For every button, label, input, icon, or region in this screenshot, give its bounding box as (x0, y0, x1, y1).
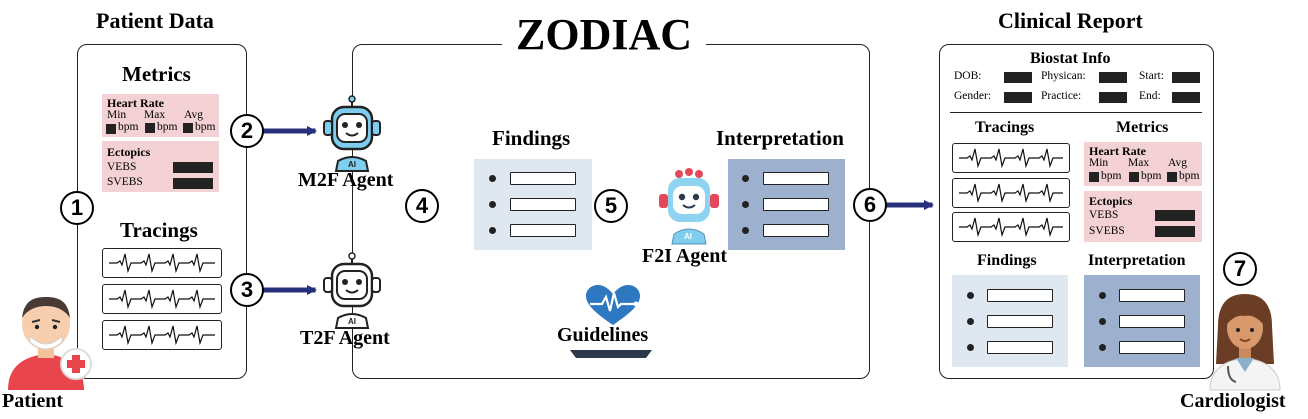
heart-rate-title: Heart Rate (107, 96, 164, 110)
cardiologist-avatar-icon (1209, 294, 1281, 391)
tracing-strip (102, 320, 222, 350)
step-7-badge: 7 (1223, 252, 1257, 286)
step-4-badge: 4 (405, 189, 439, 223)
report-heart-rate-card (1084, 142, 1202, 186)
step-6-badge: 6 (853, 188, 887, 222)
findings-title: Findings (492, 126, 571, 150)
interpretation-panel (728, 159, 845, 250)
cardiologist-label: Cardiologist (1180, 390, 1286, 412)
hr-avg-unit: bpm (195, 121, 216, 133)
step-2-badge: 2 (230, 114, 264, 148)
m2f-agent-label: M2F Agent (298, 169, 394, 191)
report-vebs-value (1155, 210, 1195, 221)
report-hr-min-unit: bpm (1101, 170, 1122, 182)
report-ectopics-title: Ectopics (1089, 194, 1133, 208)
report-hr-avg-label: Avg (1168, 157, 1187, 169)
report-hr-min-label: Min (1089, 157, 1109, 169)
practice-label: Practice: (1041, 90, 1082, 102)
physician-value (1099, 72, 1127, 83)
practice-value (1099, 92, 1127, 103)
step-1-badge: 1 (60, 191, 94, 225)
interpretation-title: Interpretation (716, 126, 844, 150)
hr-min-unit: bpm (118, 121, 139, 133)
tracing-strip (102, 284, 222, 314)
physician-label: Physican: (1041, 70, 1086, 82)
report-heart-rate-title: Heart Rate (1089, 144, 1146, 158)
report-tracing-strip (952, 178, 1070, 208)
report-tracing-strip (952, 212, 1070, 242)
hr-min-label: Min (107, 109, 127, 121)
dob-value (1004, 72, 1032, 83)
clinical-report-title: Clinical Report (998, 8, 1143, 33)
hr-avg-value (183, 123, 193, 133)
gender-value (1004, 92, 1032, 103)
report-vebs-label: VEBS (1089, 209, 1119, 221)
report-findings-title: Findings (977, 252, 1037, 269)
hr-max-value (145, 123, 155, 133)
hr-max-label: Max (144, 109, 166, 121)
f2i-robot-icon: AI (659, 168, 719, 245)
report-divider (950, 112, 1202, 113)
report-svebs-value (1155, 226, 1195, 237)
f2i-agent-label: F2I Agent (642, 245, 727, 267)
svebs-label: SVEBS (107, 176, 143, 188)
report-tracings-title: Tracings (975, 119, 1035, 136)
report-tracing-strip (952, 143, 1070, 173)
svg-text:AI: AI (348, 317, 356, 326)
tracings-title: Tracings (120, 218, 198, 242)
end-label: End: (1139, 90, 1161, 102)
zodiac-title: ZODIAC (502, 10, 707, 60)
hr-min-value (106, 124, 116, 134)
step-3-badge: 3 (230, 273, 264, 307)
guidelines-heart-icon (586, 285, 640, 325)
t2f-robot-icon: AI (323, 252, 381, 329)
vebs-value (173, 162, 213, 173)
vebs-label: VEBS (107, 161, 137, 173)
end-value (1172, 92, 1200, 103)
gender-label: Gender: (954, 90, 992, 102)
tracing-strip (102, 248, 222, 278)
step-5-badge: 5 (594, 189, 628, 223)
report-hr-avg-unit: bpm (1179, 170, 1200, 182)
metrics-title: Metrics (122, 62, 191, 86)
report-hr-max-unit: bpm (1141, 170, 1162, 182)
patient-avatar-icon (8, 296, 92, 390)
report-svebs-label: SVEBS (1089, 225, 1125, 237)
ectopics-title: Ectopics (107, 145, 151, 159)
report-hr-max-value (1129, 172, 1139, 182)
report-hr-avg-value (1167, 172, 1177, 182)
svg-text:AI: AI (684, 232, 692, 241)
guidelines-laptop-base (570, 350, 652, 358)
report-metrics-title: Metrics (1116, 119, 1169, 136)
m2f-robot-icon: AI (323, 95, 381, 172)
start-label: Start: (1139, 70, 1164, 82)
hr-max-unit: bpm (157, 121, 178, 133)
biostat-title: Biostat Info (1030, 50, 1111, 67)
patient-data-title: Patient Data (96, 8, 214, 33)
svebs-value (173, 178, 213, 189)
report-findings-panel (952, 275, 1068, 367)
report-hr-max-label: Max (1128, 157, 1150, 169)
start-value (1172, 72, 1200, 83)
heart-rate-card (102, 94, 219, 137)
dob-label: DOB: (954, 70, 982, 82)
report-interpretation-panel (1084, 275, 1200, 367)
findings-panel (474, 159, 592, 250)
guidelines-label: Guidelines (557, 324, 649, 346)
svg-text:AI: AI (348, 160, 356, 169)
hr-avg-label: Avg (184, 109, 203, 121)
report-hr-min-value (1089, 172, 1099, 182)
patient-label: Patient (2, 390, 64, 412)
report-interpretation-title: Interpretation (1088, 252, 1186, 269)
t2f-agent-label: T2F Agent (300, 327, 390, 349)
